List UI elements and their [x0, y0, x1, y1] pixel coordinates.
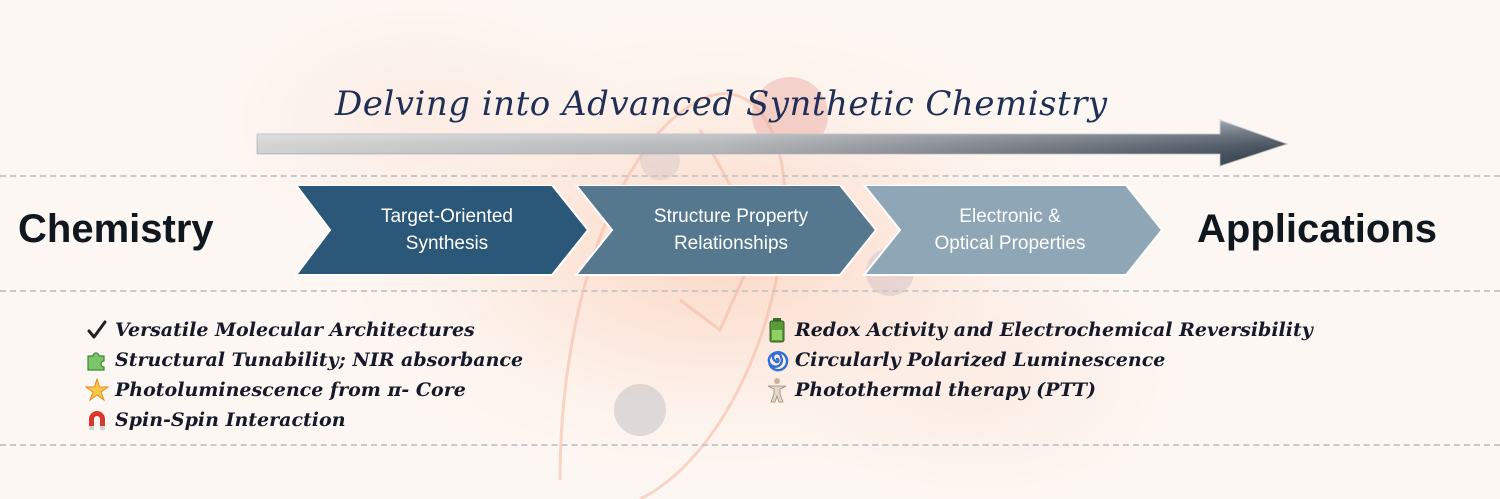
spiral-icon — [765, 348, 789, 372]
feature-item: Versatile Molecular Architectures — [85, 315, 523, 345]
feature-item: Structural Tunability; NIR absorbance — [85, 345, 523, 375]
left-label-chemistry: Chemistry — [18, 207, 214, 251]
feature-text: Circularly Polarized Luminescence — [795, 349, 1166, 371]
divider-top — [0, 175, 1500, 177]
stage-1-line2: Synthesis — [405, 233, 489, 254]
puzzle-icon — [85, 348, 109, 372]
stage-2-line2: Relationships — [673, 233, 789, 254]
process-chevrons — [293, 185, 1164, 276]
sparkle-icon — [85, 378, 109, 402]
feature-item: Spin-Spin Interaction — [85, 405, 523, 435]
feature-item: Circularly Polarized Luminescence — [765, 345, 1313, 375]
human-figure-icon — [765, 378, 789, 403]
stage-2-line1: Structure Property — [653, 206, 809, 227]
chevron-stage-1 — [293, 185, 590, 276]
divider-bottom — [0, 444, 1500, 446]
feature-item: Photoluminescence from π- Core — [85, 375, 523, 405]
feature-text: Photoluminescence from π- Core — [115, 379, 466, 401]
feature-text: Structural Tunability; NIR absorbance — [115, 349, 524, 371]
banner-title: Delving into Advanced Synthetic Chemistr… — [335, 84, 1108, 124]
feature-item: Photothermal therapy (PTT) — [765, 375, 1313, 405]
right-label-applications: Applications — [1197, 207, 1438, 251]
stage-1-line1: Target-Oriented — [380, 206, 513, 227]
stage-3-line2: Optical Properties — [934, 233, 1086, 254]
features-right-list: Redox Activity and Electrochemical Rever… — [765, 315, 1313, 405]
features-left-list: Versatile Molecular Architectures Struct… — [85, 315, 523, 435]
feature-text: Photothermal therapy (PTT) — [795, 379, 1096, 401]
feature-text: Spin-Spin Interaction — [115, 409, 346, 431]
feature-text: Versatile Molecular Architectures — [115, 319, 475, 341]
divider-middle — [0, 290, 1500, 292]
stage-3-line1: Electronic & — [959, 206, 1061, 227]
chevron-stage-3 — [861, 185, 1164, 276]
check-icon — [85, 318, 109, 342]
progress-arrow — [256, 119, 1289, 167]
chevron-stage-2 — [573, 185, 878, 276]
feature-text: Redox Activity and Electrochemical Rever… — [795, 319, 1313, 341]
stage-3-label: Electronic & Optical Properties — [904, 185, 1116, 275]
feature-item: Redox Activity and Electrochemical Rever… — [765, 315, 1313, 345]
battery-icon — [765, 318, 789, 343]
magnet-icon — [85, 408, 109, 432]
